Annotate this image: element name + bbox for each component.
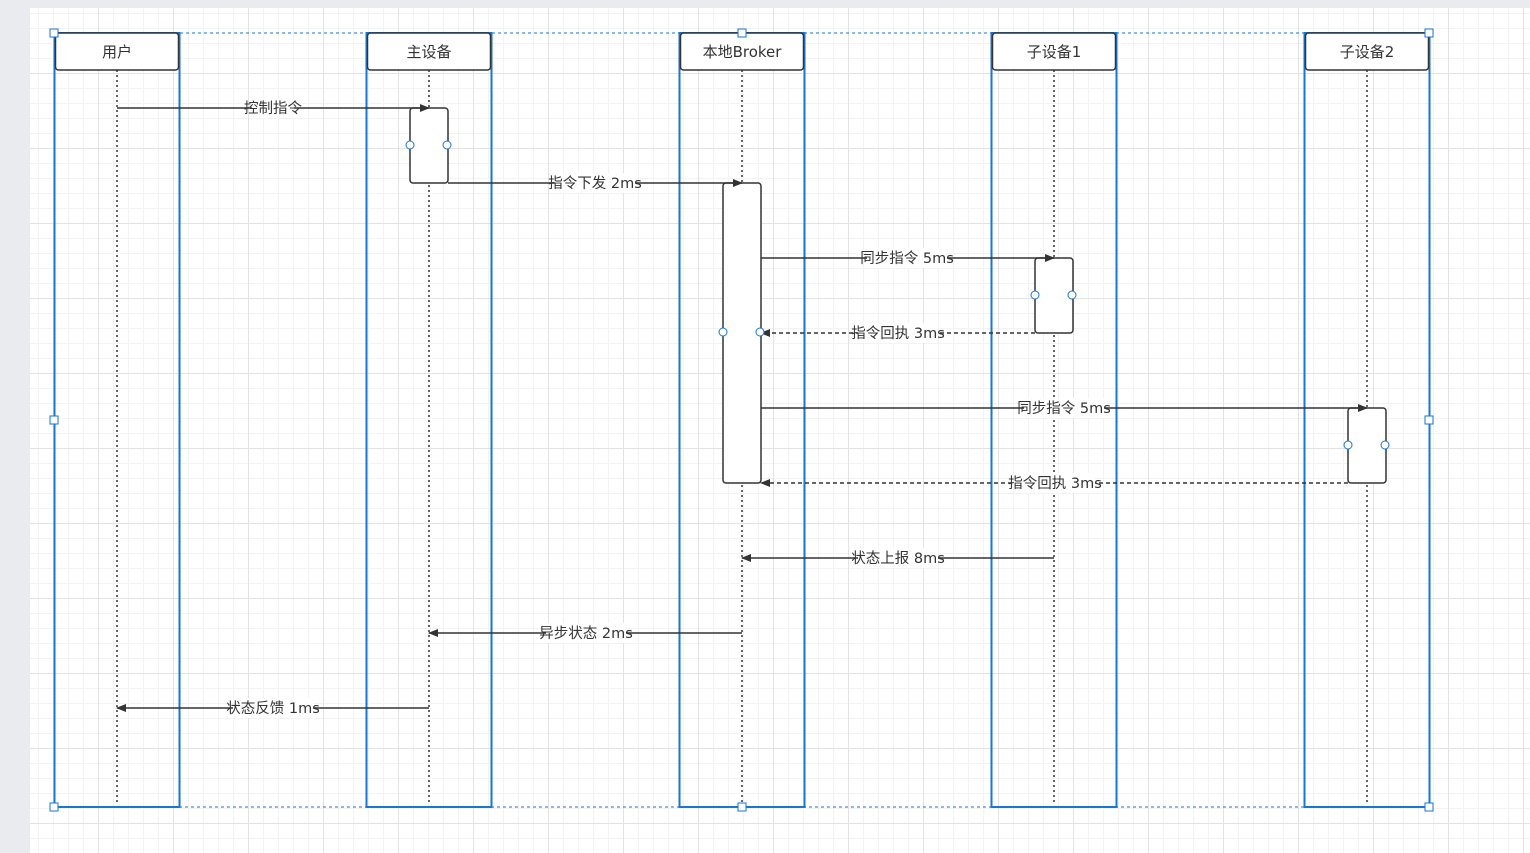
connection-point[interactable]: [1030, 290, 1040, 300]
connection-point[interactable]: [1380, 440, 1390, 450]
participant-label: 子设备1: [1027, 43, 1082, 61]
message-label-bg: [1024, 398, 1104, 418]
participant-p4[interactable]: 子设备1: [990, 32, 1118, 808]
activation-bar[interactable]: [1034, 257, 1074, 334]
activation-bar[interactable]: [1347, 407, 1387, 484]
participant-p2[interactable]: 主设备: [365, 32, 493, 808]
message-label-bg: [555, 173, 635, 193]
message-3[interactable]: 同步指令 5ms: [761, 248, 1055, 268]
message-1[interactable]: 控制指令: [117, 98, 430, 118]
message-label: 同步指令 5ms: [1017, 400, 1111, 417]
message-label: 同步指令 5ms: [860, 250, 954, 267]
connection-point[interactable]: [1067, 290, 1077, 300]
message-9[interactable]: 状态反馈 1ms: [116, 698, 429, 718]
resize-handle[interactable]: [1424, 802, 1434, 812]
message-label-bg: [252, 98, 294, 118]
message-4[interactable]: 指令回执 3ms: [760, 323, 1035, 343]
connection-point[interactable]: [755, 327, 765, 337]
message-label-bg: [546, 623, 626, 643]
resize-handle[interactable]: [1424, 415, 1434, 425]
message-label: 状态上报 8ms: [851, 550, 945, 567]
participant-label: 用户: [102, 43, 132, 61]
participant-p1[interactable]: 用户: [53, 32, 181, 808]
message-label-bg: [858, 323, 938, 343]
message-label-bg: [858, 548, 938, 568]
message-label: 指令回执 3ms: [851, 325, 945, 342]
resize-handle[interactable]: [49, 802, 59, 812]
connection-point[interactable]: [405, 140, 415, 150]
message-label: 状态反馈 1ms: [226, 700, 320, 717]
resize-handle[interactable]: [49, 415, 59, 425]
message-label: 控制指令: [244, 100, 302, 117]
connection-point[interactable]: [1343, 440, 1353, 450]
message-2[interactable]: 指令下发 2ms: [448, 173, 743, 193]
message-7[interactable]: 状态上报 8ms: [741, 548, 1054, 568]
resize-handle[interactable]: [737, 28, 747, 38]
connection-point[interactable]: [442, 140, 452, 150]
message-label: 指令下发 2ms: [548, 175, 642, 192]
message-label-bg: [1015, 473, 1095, 493]
resize-handle[interactable]: [737, 802, 747, 812]
message-label-bg: [867, 248, 947, 268]
connection-point[interactable]: [718, 327, 728, 337]
message-6[interactable]: 指令回执 3ms: [760, 473, 1348, 493]
participant-label: 本地Broker: [703, 43, 783, 61]
message-5[interactable]: 同步指令 5ms: [761, 398, 1368, 418]
resize-handle[interactable]: [49, 28, 59, 38]
activation-bar[interactable]: [409, 107, 449, 184]
message-label-bg: [233, 698, 313, 718]
activation-bar[interactable]: [722, 182, 762, 484]
message-label: 指令回执 3ms: [1008, 475, 1102, 492]
message-label: 异步状态 2ms: [539, 625, 633, 642]
participant-label: 子设备2: [1340, 43, 1395, 61]
resize-handle[interactable]: [1424, 28, 1434, 38]
message-8[interactable]: 异步状态 2ms: [428, 623, 742, 643]
participant-label: 主设备: [406, 43, 451, 61]
